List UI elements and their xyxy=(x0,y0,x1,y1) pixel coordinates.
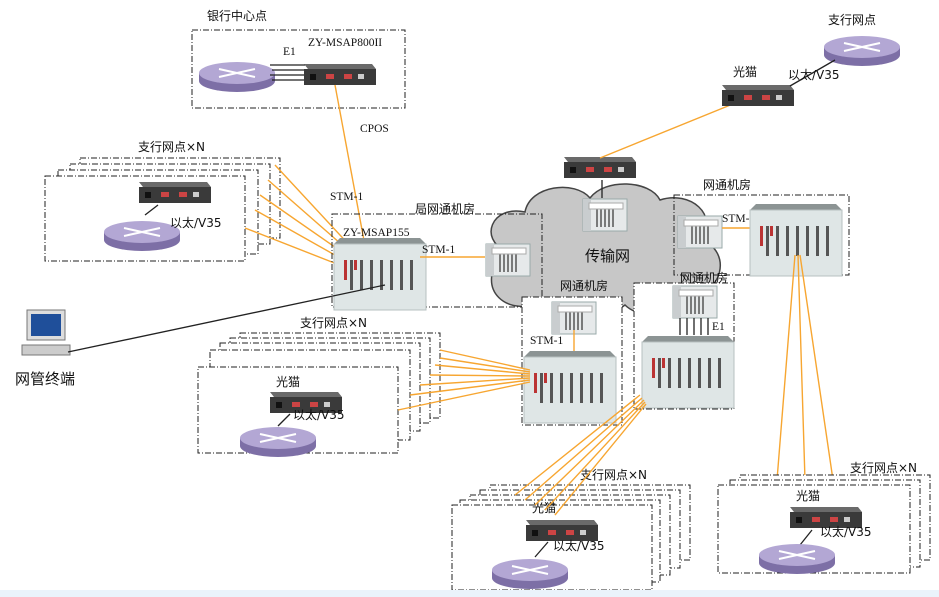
branch-mid-left-link: 以太/V35 xyxy=(293,407,345,422)
nms-link xyxy=(67,284,386,353)
router-icon xyxy=(198,61,276,93)
branch-bottom-mid-modem: 光猫 xyxy=(532,501,556,515)
cpos-fiber xyxy=(334,84,369,263)
msap800-label: ZY-MSAP800II xyxy=(308,37,382,49)
branch-bottom-mid-group: 支行网点×N 光猫 以太/V35 xyxy=(451,468,691,591)
nms-terminal-group[interactable]: 网管终端 xyxy=(15,309,75,388)
bank-center-title: 银行中心点 xyxy=(207,8,267,23)
network-node-rack-icon xyxy=(582,198,628,232)
bureau-room-title: 局网通机房 xyxy=(415,201,475,216)
branch-mid-left-group: 支行网点×N 光猫 以太/V35 xyxy=(197,316,441,458)
netcom-room-mid-group: 网通机房 STM-1 xyxy=(521,278,623,426)
msap800-device-icon xyxy=(304,64,376,85)
rack-icon xyxy=(749,203,843,277)
netcom-room-e1-group: 网通机房 E1 xyxy=(633,270,735,410)
bureau-room-group: 局网通机房 ZY-MSAP155 STM-1 xyxy=(331,201,543,311)
netcom-mid-stm1: STM-1 xyxy=(530,335,563,347)
netcom-room-mid-title: 网通机房 xyxy=(560,278,608,293)
transport-node-icon xyxy=(485,243,531,277)
modem-icon xyxy=(139,182,211,203)
router-icon xyxy=(103,220,181,252)
bureau-stm1-label: STM-1 xyxy=(422,244,455,256)
branch-bottom-right-modem: 光猫 xyxy=(796,489,820,503)
router-icon xyxy=(239,426,317,458)
msap155-label: ZY-MSAP155 xyxy=(343,227,410,239)
rack-icon xyxy=(551,301,597,335)
modem-icon xyxy=(526,520,598,541)
router-icon xyxy=(823,35,901,67)
rack-icon xyxy=(523,350,617,424)
rack-icon xyxy=(641,335,735,409)
msap155-rack-icon xyxy=(333,237,427,311)
branch-top-left-fibers xyxy=(244,164,366,276)
stm1-upper-label: STM-1 xyxy=(330,191,363,203)
branch-bottom-mid-fibers xyxy=(514,394,647,516)
netcom-room-e1-title: 网通机房 xyxy=(680,270,728,285)
rack-icon xyxy=(672,285,718,319)
nms-terminal-label: 网管终端 xyxy=(15,370,75,388)
transport-network-label: 传输网 xyxy=(585,247,630,265)
branch-mid-left-title: 支行网点×N xyxy=(300,316,367,330)
netcom-room-right-group: 网通机房 STM-1 xyxy=(673,177,850,277)
branch-bottom-right-title: 支行网点×N xyxy=(850,461,917,475)
branch-top-right-group: 支行网点 光猫 以太/V35 xyxy=(722,13,901,106)
branch-bottom-mid-title: 支行网点×N xyxy=(580,468,647,482)
branch-mid-left-fibers xyxy=(397,349,531,411)
fibers-bottom-right xyxy=(776,254,834,481)
branch-top-right-modem: 光猫 xyxy=(733,65,757,79)
bank-center-group: 银行中心点 E1 ZY-MSAP800II xyxy=(191,8,406,109)
branch-top-right-link: 以太/V35 xyxy=(788,67,840,82)
netcom-room-right-title: 网通机房 xyxy=(703,177,751,192)
cpos-label: CPOS xyxy=(360,123,389,135)
e1-links xyxy=(270,64,305,81)
bottom-strip xyxy=(0,590,939,597)
branch-top-left-title: 支行网点×N xyxy=(138,140,205,154)
netcom-right-stm1: STM-1 xyxy=(722,213,755,225)
network-node-modem-icon xyxy=(564,157,636,178)
branch-mid-left-modem: 光猫 xyxy=(276,375,300,389)
rack-icon xyxy=(677,215,723,249)
netcom-e1-label: E1 xyxy=(712,321,725,333)
modem-icon xyxy=(722,85,794,106)
branch-bottom-right-link: 以太/V35 xyxy=(820,524,872,539)
bank-e1-label: E1 xyxy=(283,46,296,58)
branch-bottom-mid-link: 以太/V35 xyxy=(553,538,605,553)
branch-top-left-group: 支行网点×N 以太/V35 xyxy=(44,140,281,262)
branch-bottom-right-group: 支行网点×N 光猫 以太/V35 xyxy=(717,461,931,575)
branch-top-right-title: 支行网点 xyxy=(828,13,876,27)
branch-top-left-link: 以太/V35 xyxy=(170,215,222,230)
router-icon xyxy=(758,543,836,575)
router-icon xyxy=(491,558,569,590)
